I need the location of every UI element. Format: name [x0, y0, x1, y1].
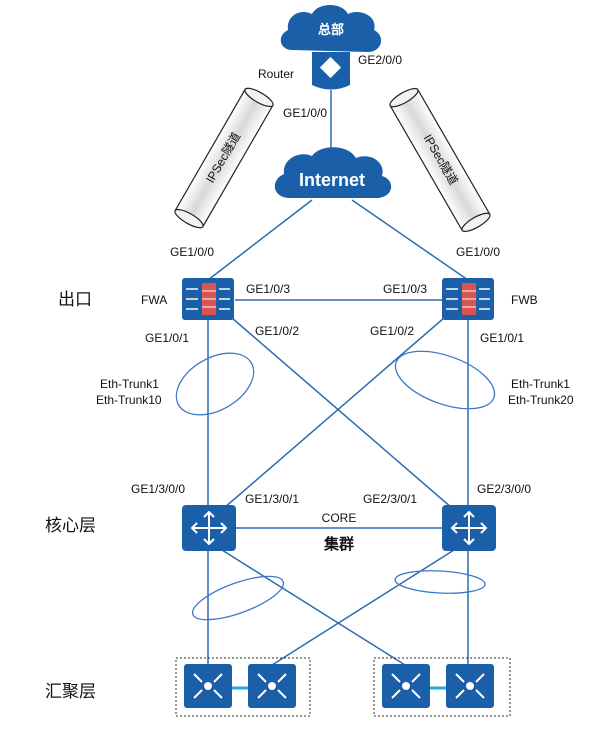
fwa-name: FWA [141, 293, 167, 307]
core-left-port-a: GE1/3/0/0 [131, 482, 185, 496]
trunk-ring-core-left [191, 575, 285, 621]
aggregation-switch-4 [446, 664, 494, 708]
fwb-port-up: GE1/0/0 [456, 245, 500, 259]
ipsec-tunnel-left: IPSec隧道 [174, 87, 274, 229]
hq-port-ge1: GE1/0/0 [283, 106, 327, 120]
fwa-trunk2: Eth-Trunk10 [96, 393, 162, 407]
firewall-fwb [442, 278, 494, 320]
core-right-port-b: GE2/3/0/0 [477, 482, 531, 496]
trunk-ring-fwa [175, 352, 255, 416]
hq-port-ge2: GE2/0/0 [358, 53, 402, 67]
trunk-ring-core-right [394, 570, 486, 594]
fwa-port-ge2: GE1/0/2 [255, 324, 299, 338]
fwa-trunk1: Eth-Trunk1 [100, 377, 159, 391]
link-internet-fwa [207, 199, 313, 281]
fwb-port-ge2: GE1/0/2 [370, 324, 414, 338]
hq-cloud-label: 总部 [318, 22, 344, 37]
hq-cloud: 总部 [280, 5, 382, 52]
internet-cloud: Internet [274, 147, 392, 198]
internet-label: Internet [299, 170, 365, 190]
aggregation-switch-icon [391, 673, 421, 699]
aggregation-switch-2 [248, 664, 296, 708]
brick-wall-icon [202, 283, 216, 315]
arrows-icon [186, 288, 230, 310]
link-fwa-core-right [231, 317, 453, 509]
link-fwb-core-left [223, 317, 445, 509]
switch-arrows-icon [450, 510, 488, 546]
core-switch-right [442, 505, 496, 551]
ipsec-tunnel-right: IPSec隧道 [389, 87, 491, 233]
fwb-trunk2: Eth-Trunk20 [508, 393, 574, 407]
aggregation-switch-3 [382, 664, 430, 708]
fwb-port-ge3: GE1/0/3 [383, 282, 427, 296]
fwb-name: FWB [511, 293, 538, 307]
core-right-port-a: GE2/3/0/1 [363, 492, 417, 506]
link-coreright-agg-left [271, 549, 455, 666]
core-left-port-b: GE1/3/0/1 [245, 492, 299, 506]
switch-arrows-icon [190, 510, 228, 546]
link-internet-fwb [351, 199, 469, 281]
layer-label-aggregation: 汇聚层 [45, 682, 96, 702]
brick-wall-icon [462, 283, 476, 315]
core-cluster-top: CORE [322, 511, 357, 525]
aggregation-switch-icon [193, 673, 223, 699]
fwb-trunk1: Eth-Trunk1 [511, 377, 570, 391]
fwa-port-ge1: GE1/0/1 [145, 331, 189, 345]
aggregation-switch-icon [455, 673, 485, 699]
fwa-port-ge3: GE1/0/3 [246, 282, 290, 296]
hq-router [312, 52, 350, 90]
layer-label-egress: 出口 [58, 290, 92, 310]
arrows-icon [446, 288, 490, 310]
hq-router-label: Router [258, 67, 294, 81]
aggregation-stack-right-box [373, 657, 511, 717]
firewall-fwa [182, 278, 234, 320]
fwa-port-up: GE1/0/0 [170, 245, 214, 259]
core-switch-left [182, 505, 236, 551]
fwb-port-ge1: GE1/0/1 [480, 331, 524, 345]
link-coreleft-agg-right [221, 549, 406, 666]
aggregation-switch-icon [257, 673, 287, 699]
trunk-ring-fwb [394, 350, 496, 410]
aggregation-switch-1 [184, 664, 232, 708]
layer-label-core: 核心层 [45, 516, 96, 536]
core-cluster-bottom: 集群 [323, 535, 354, 553]
